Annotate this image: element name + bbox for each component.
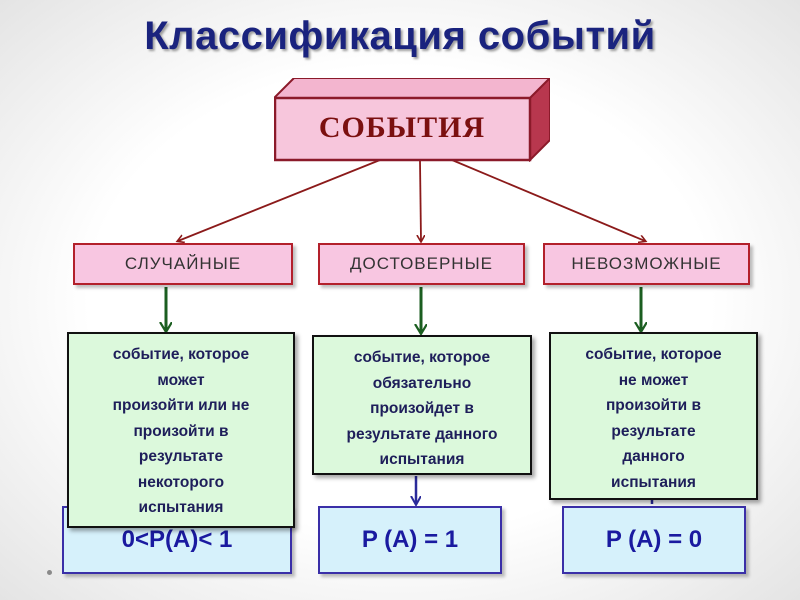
arrow-root-to-impossible [451, 159, 645, 241]
root-label: СОБЫТИЯ [318, 111, 486, 144]
definition-random: событие, которое может произойти или не … [67, 332, 295, 528]
bullet-dot [47, 570, 52, 575]
arrow-root-to-certain [420, 160, 421, 241]
slide-title: Классификация событий [144, 14, 656, 58]
probability-impossible: P (A) = 0 [562, 506, 746, 574]
category-certain: ДОСТОВЕРНЫЕ [318, 243, 525, 285]
root-box-shape [274, 78, 550, 162]
root-box: СОБЫТИЯ [274, 78, 550, 162]
arrow-root-to-random [178, 159, 381, 241]
category-random: СЛУЧАЙНЫЕ [73, 243, 293, 285]
definition-certain: событие, которое обязательно произойдет … [312, 335, 532, 475]
category-impossible: НЕВОЗМОЖНЫЕ [543, 243, 750, 285]
probability-certain: P (A) = 1 [318, 506, 502, 574]
definition-impossible: событие, которое не может произойти в ре… [549, 332, 758, 500]
